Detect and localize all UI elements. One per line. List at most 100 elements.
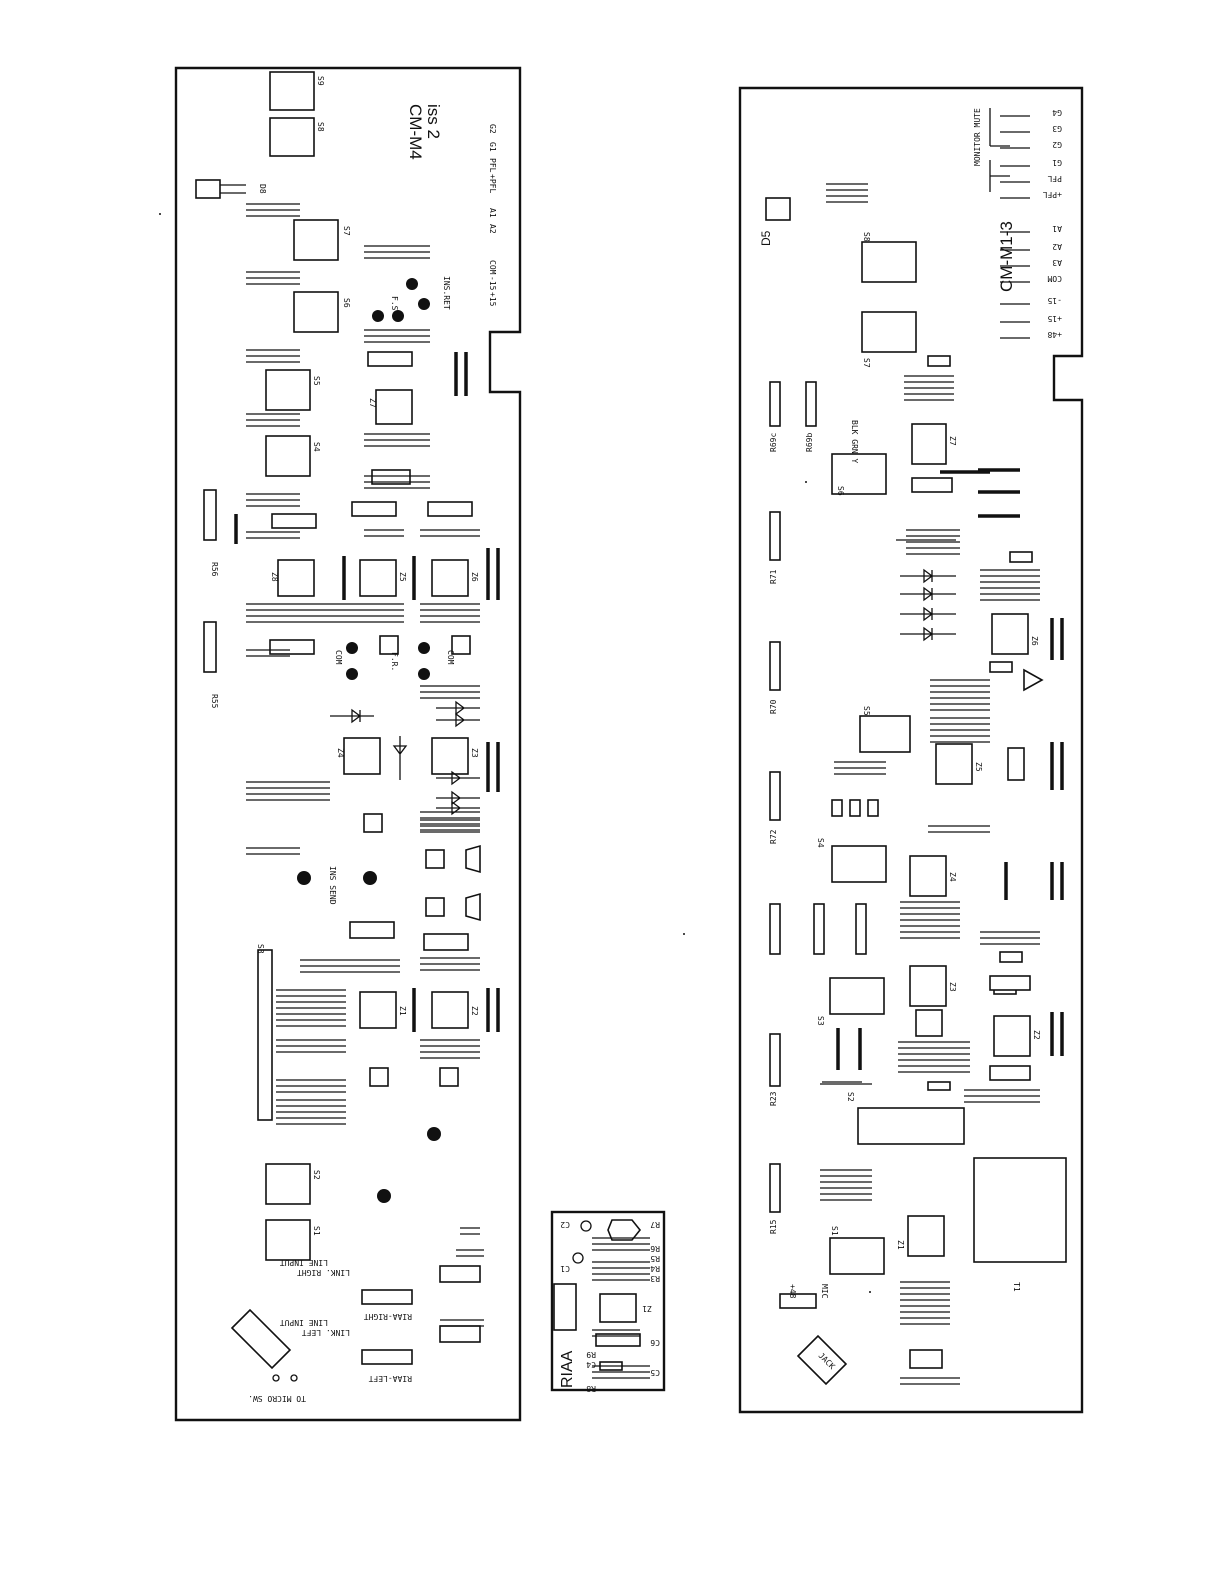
riaa-outline — [550, 1210, 666, 1392]
cm-m4-outline — [174, 66, 522, 1422]
cm-m4-diode-d3 — [436, 770, 480, 786]
riaa-label-r5: R5 — [650, 1254, 660, 1263]
label-d5: D5 — [759, 230, 773, 246]
connector-pin-label: +15 — [1047, 314, 1062, 323]
connector-pin-label: -15 — [1047, 296, 1062, 305]
pin-com: COM — [488, 260, 497, 275]
cm-m4-micro-switch — [230, 1308, 292, 1370]
label-z5: Z5 — [974, 762, 983, 772]
cm-m4-thick-bars — [412, 988, 500, 1032]
cm-m1-3-array-r70 — [769, 641, 781, 691]
cm-m1-3-ic-z6 — [991, 613, 1029, 655]
label-z1: Z1 — [398, 1006, 407, 1016]
label-s8: S8 — [316, 122, 325, 132]
cm-m4-ic-z4 — [343, 737, 381, 775]
cm-m4-link-right — [361, 1289, 413, 1305]
cm-m1-3-cap-c13 — [915, 1009, 943, 1037]
connector-pin-label: G2 — [1052, 140, 1062, 149]
riaa-title: RIAA — [559, 1350, 576, 1388]
cm-m4-socket — [418, 668, 430, 680]
cm-m4-cap-c16 — [351, 501, 397, 517]
cm-m4-led-d8 — [195, 179, 221, 199]
cm-m1-3-array-r45 — [769, 903, 781, 955]
cm-m1-3-array-r69b — [805, 381, 817, 427]
label-com-right: COM — [446, 650, 455, 665]
cm-m4-cap-c23 — [271, 513, 317, 529]
cm-m4-switch-s8 — [269, 117, 315, 157]
speck — [683, 933, 685, 935]
cm-m4-cap-c6 — [439, 1067, 459, 1087]
cm-m1-3-switch-s5 — [859, 715, 911, 753]
pin-a2: A2 — [488, 224, 497, 234]
label-link-left: LINK. LEFT — [302, 1328, 350, 1337]
connector-pin-label: G4 — [1052, 108, 1062, 117]
label-s3: S3 — [816, 1016, 825, 1026]
cm-m1-3-array-r71 — [769, 511, 781, 561]
cm-m1-3-switch-s6 — [831, 453, 887, 495]
cm-m4-ic-z1 — [359, 991, 397, 1029]
cm-m1-3-diode-d3 — [900, 586, 956, 602]
connector-pin-label: PFL — [1047, 174, 1062, 183]
label-s9: S9 — [316, 76, 325, 86]
cm-m4-socket — [392, 310, 404, 322]
label-r15: R15 — [769, 1219, 778, 1234]
label-z3: Z3 — [948, 982, 957, 992]
connector-pin-label: G1 — [1052, 158, 1062, 167]
label-r72: R72 — [769, 829, 778, 844]
cm-m4-ic-z6 — [431, 559, 469, 597]
cm-m1-3-array-r40 — [855, 903, 867, 955]
cm-m1-3-preset-r53 — [1023, 668, 1044, 692]
cm-m4-switch-s5 — [265, 369, 311, 411]
riaa-label-r7: R7 — [650, 1220, 660, 1229]
cm-m4-cap-c14 — [379, 635, 399, 655]
cm-m1-3-switch-s1 — [829, 1237, 885, 1275]
label-s2: S2 — [312, 1170, 321, 1180]
cm-m1-3-cap-c1 — [909, 1349, 943, 1369]
label-s8: S8 — [862, 232, 871, 242]
cm-m4-board: CM-M4 iss 2 S9 S8 S7 S6 S5 S4 S3 S2 S1 D… — [174, 66, 522, 1422]
cm-m4-array-r56 — [203, 489, 217, 541]
cm-m1-3-switch-s2 — [857, 1107, 965, 1145]
cm-m4-socket — [297, 871, 311, 885]
label-z3: Z3 — [470, 748, 479, 758]
cm-m4-cap-c20 — [367, 351, 413, 367]
label-ins-send: INS SEND — [328, 866, 337, 905]
label-monitor-mute: MONITOR MUTE — [973, 108, 982, 166]
riaa-connector — [553, 1283, 577, 1331]
label-z8: Z8 — [270, 572, 279, 582]
label-fs: F.S — [390, 296, 399, 311]
cm-m4-ic-z2 — [431, 991, 469, 1029]
cm-m4-switch-s3 — [257, 949, 273, 1121]
cm-m4-micro-pad — [272, 1374, 280, 1382]
label-com-left: COM — [334, 650, 343, 665]
connector-pin-label: G3 — [1052, 124, 1062, 133]
cm-m1-3-switch-s7 — [861, 311, 917, 353]
label-fr: F.R. — [390, 652, 399, 671]
cm-m1-3-cap-c22 — [927, 355, 951, 367]
cm-m4-diode-d4 — [436, 712, 480, 728]
cm-m4-cap-c22 — [371, 469, 411, 485]
cm-m4-ic-z7 — [375, 389, 413, 425]
riaa-label-c4: C4 — [586, 1360, 596, 1369]
label-z7: Z7 — [368, 398, 377, 408]
cm-m1-3-ic-z4 — [909, 855, 947, 897]
label-line-input-right: LINE INPUT — [280, 1258, 328, 1267]
cm-m1-3-thick-bars — [1050, 1012, 1064, 1056]
cm-m1-3-ic-z7 — [911, 423, 947, 465]
label-s4: S4 — [816, 838, 825, 848]
cm-m1-3-cap-c11 — [989, 975, 1031, 991]
riaa-label-r3: R3 — [650, 1274, 660, 1283]
cm-m4-thick-bars — [342, 548, 500, 600]
riaa-label-c5: C5 — [650, 1368, 660, 1377]
cm-m4-cap-c3 — [439, 1265, 481, 1283]
label-s1: S1 — [830, 1226, 839, 1236]
cm-m4-switch-s9 — [269, 71, 315, 111]
riaa-label-c1: C1 — [560, 1264, 570, 1273]
label-s7: S7 — [342, 226, 351, 236]
cm-m4-cap-c5 — [369, 1067, 389, 1087]
cm-m4-issue: iss 2 — [424, 104, 443, 139]
cm-m1-3-cap-c19 — [1007, 747, 1025, 781]
pin-plus-15: +15 — [488, 292, 497, 307]
label-r23: R23 — [769, 1091, 778, 1106]
